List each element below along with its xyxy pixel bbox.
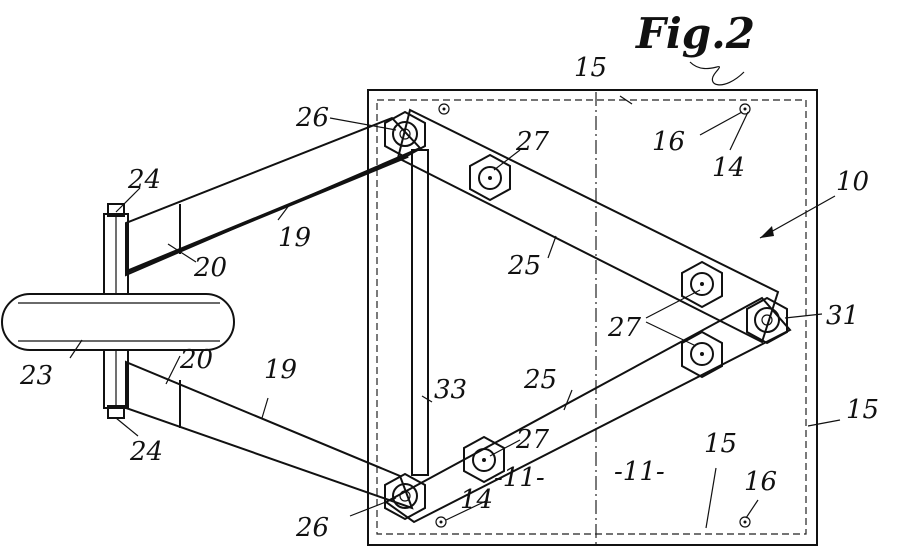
label-14-top: 14: [712, 153, 745, 183]
bolt-27-b: [682, 262, 722, 307]
label-25-lower: 25: [523, 365, 557, 395]
shaft-24: [104, 204, 128, 418]
label-26-top: 26: [295, 103, 329, 133]
label-24-top: 24: [127, 165, 161, 195]
label-16-top: 16: [652, 127, 685, 157]
label-20-upper: 20: [193, 253, 227, 283]
link-25-upper: [398, 110, 778, 342]
label-10: 10: [836, 167, 869, 197]
label-20-lower: 20: [179, 345, 213, 375]
label-19-lower: 19: [264, 355, 297, 385]
plate-holes: [436, 104, 750, 527]
bolt-26-lower: [385, 474, 425, 519]
label-11-right: -11-: [614, 457, 665, 487]
bolt-26-upper: [385, 112, 425, 157]
label-16-bottom: 16: [744, 467, 777, 497]
brace-33: [412, 150, 428, 475]
label-25-upper: 25: [507, 251, 541, 281]
label-26-bottom: 26: [295, 513, 329, 543]
label-19-upper: 19: [278, 223, 311, 253]
label-23: 23: [19, 361, 53, 391]
label-24-bottom: 24: [129, 437, 163, 467]
handle-23: [2, 294, 234, 350]
figure-title: Fig.2: [635, 9, 755, 58]
label-15-bottom: 15: [704, 429, 737, 459]
label-14-bottom: 14: [460, 485, 493, 515]
bolt-27-c: [682, 332, 722, 377]
label-31: 31: [826, 301, 859, 331]
label-15-top: 15: [574, 53, 607, 83]
title-flourish: [690, 62, 744, 85]
label-15-right: 15: [846, 395, 879, 425]
label-27-middle: 27: [607, 313, 642, 343]
label-33: 33: [434, 375, 467, 405]
label-27-top: 27: [515, 127, 550, 157]
link-25-lower: [386, 298, 790, 522]
label-27-bottom: 27: [515, 425, 550, 455]
label-11-left: -11-: [494, 463, 545, 493]
arm-19-upper: [126, 118, 420, 275]
